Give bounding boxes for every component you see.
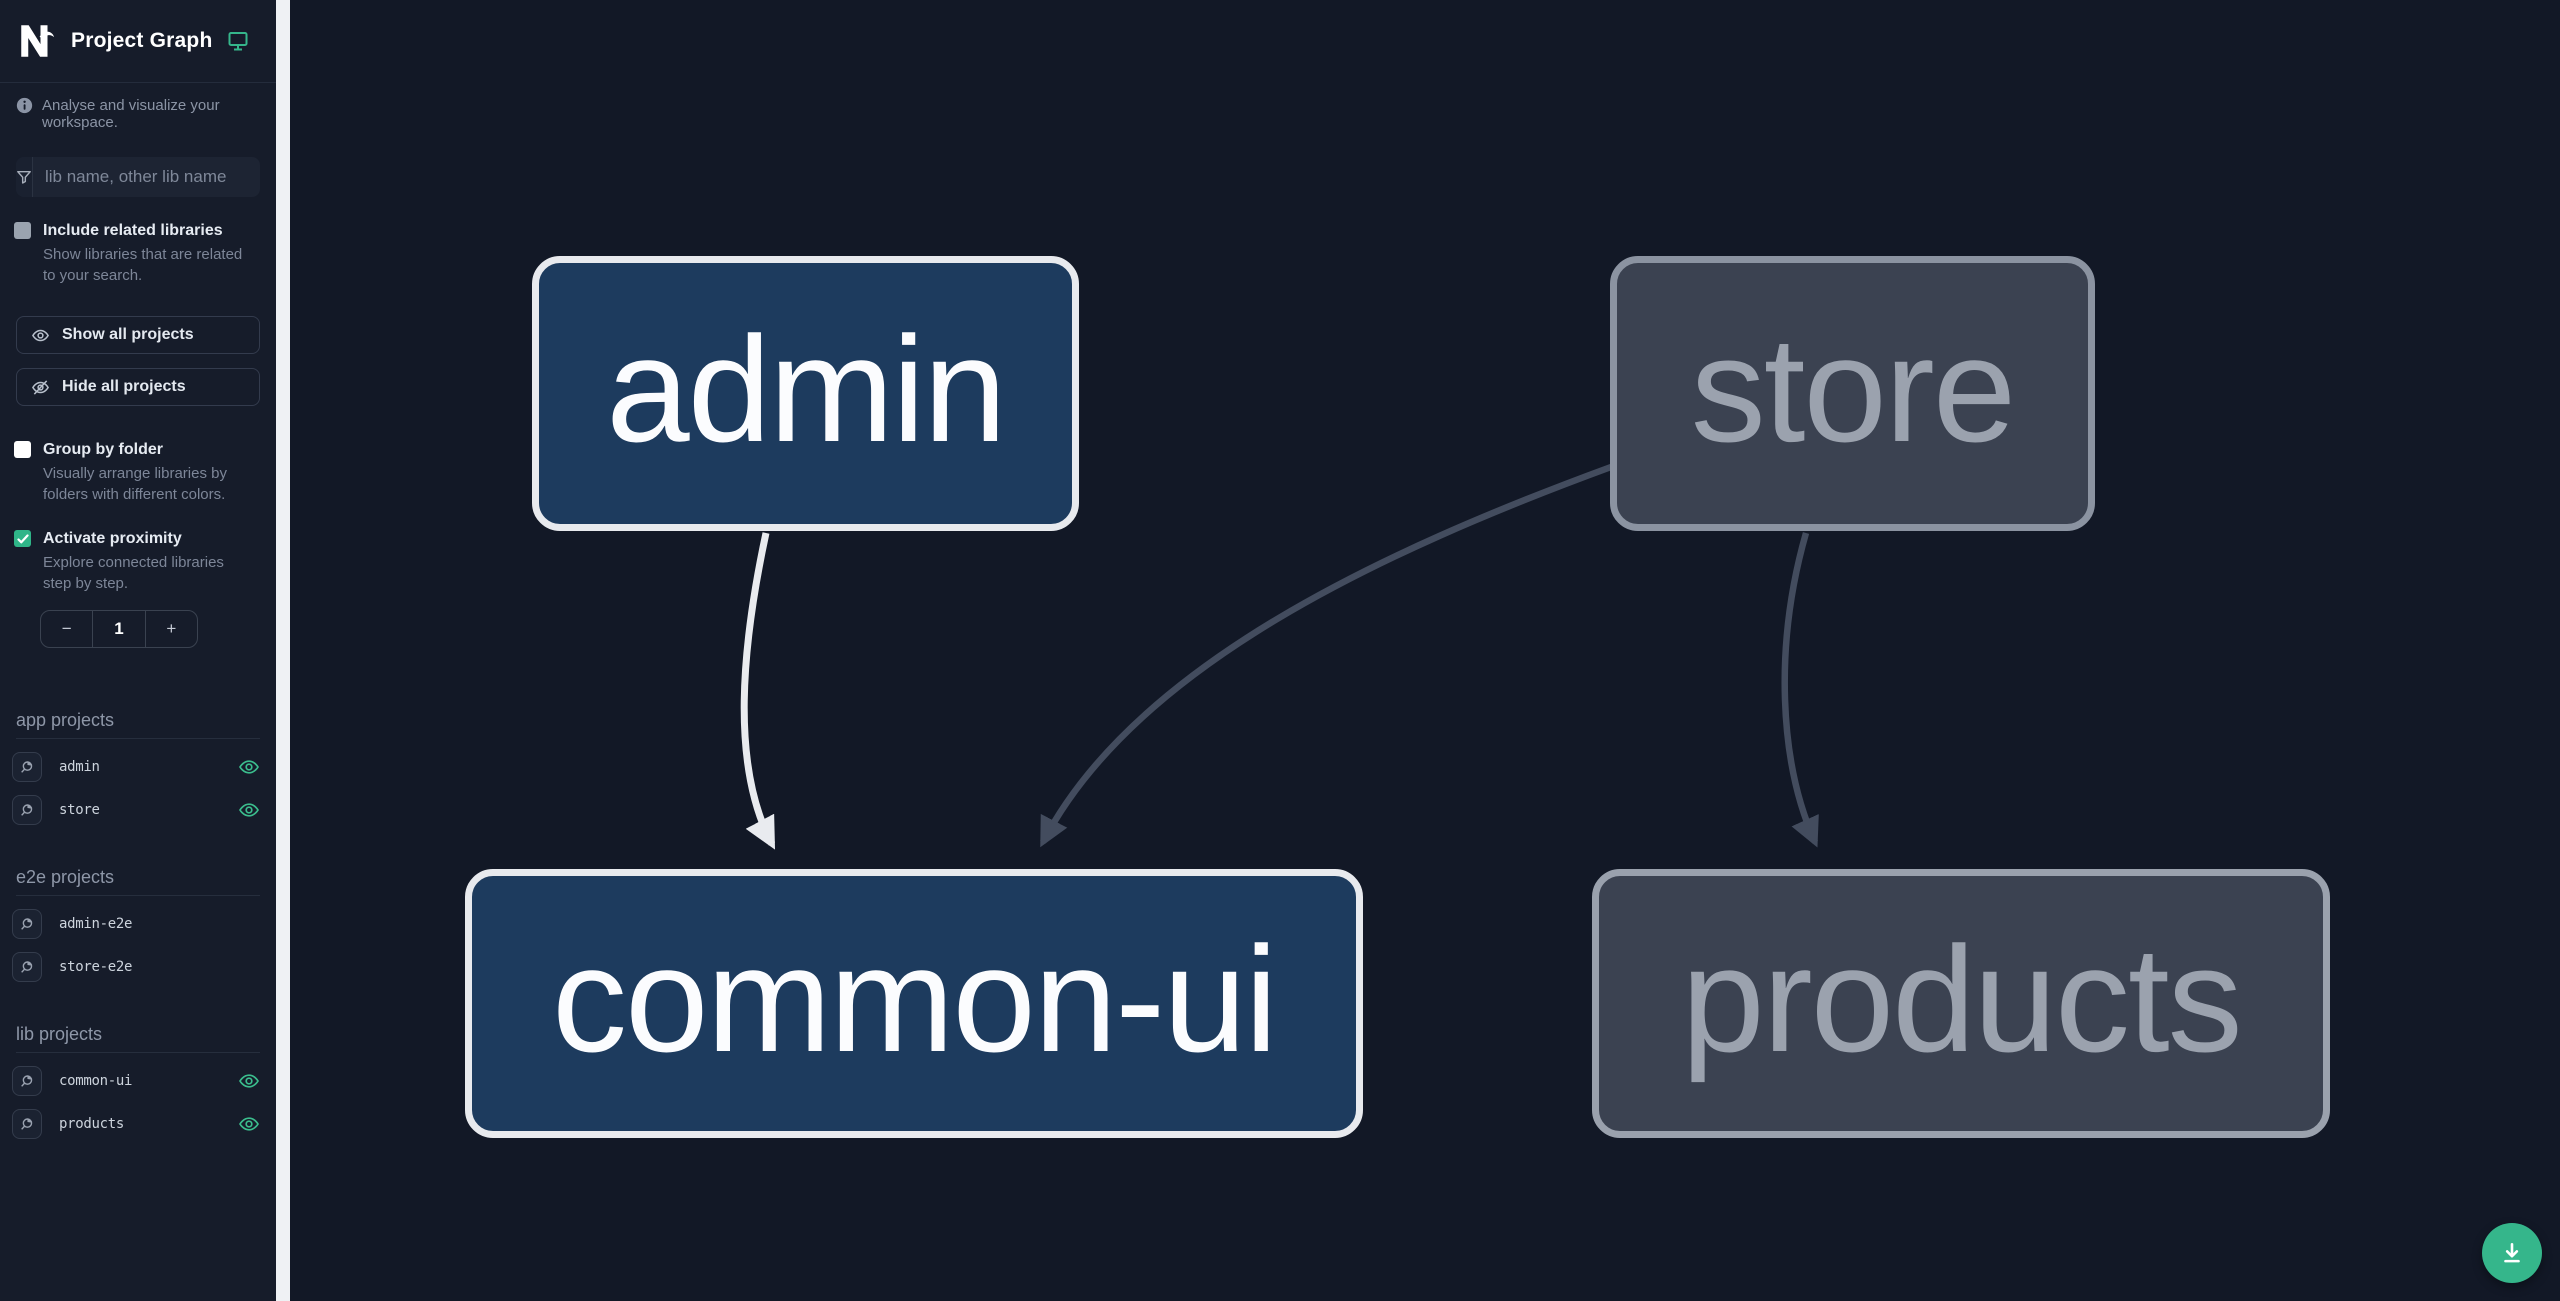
app-title: Project Graph bbox=[71, 29, 213, 52]
list-item: admin-e2e bbox=[12, 909, 260, 939]
group-by-folder-label: Group by folder bbox=[43, 441, 163, 458]
check-icon bbox=[16, 533, 29, 543]
sidebar-header: Project Graph bbox=[0, 0, 276, 83]
focus-project-button[interactable] bbox=[12, 795, 42, 825]
edge-store-to-common-ui[interactable] bbox=[1040, 463, 1613, 848]
focus-project-icon bbox=[21, 1118, 33, 1130]
proximity-increase-button[interactable]: + bbox=[166, 619, 177, 638]
toggle-visibility-eye-icon[interactable] bbox=[238, 799, 260, 821]
list-item: admin bbox=[12, 752, 260, 782]
include-related-checkbox[interactable] bbox=[14, 222, 31, 239]
section-heading-lib: lib projects bbox=[16, 1024, 260, 1053]
project-name: store-e2e bbox=[59, 959, 133, 975]
toggle-visibility-eye-icon[interactable] bbox=[238, 756, 260, 778]
graph-node-common-ui[interactable]: common-ui bbox=[465, 869, 1363, 1138]
focus-project-button[interactable] bbox=[12, 752, 42, 782]
toggle-visibility-eye-icon[interactable] bbox=[238, 1113, 260, 1135]
project-name: common-ui bbox=[59, 1073, 133, 1089]
activate-proximity-description: Explore connected libraries step by step… bbox=[43, 554, 224, 592]
monitor-icon[interactable] bbox=[227, 30, 249, 52]
activate-proximity-label: Activate proximity bbox=[43, 530, 182, 547]
tagline-text: Analyse and visualize your workspace. bbox=[42, 97, 220, 131]
group-by-folder-checkbox[interactable] bbox=[14, 441, 31, 458]
toggle-visibility-eye-icon[interactable] bbox=[238, 1070, 260, 1092]
focus-project-icon bbox=[21, 961, 33, 973]
project-filter bbox=[16, 157, 260, 197]
graph-node-products[interactable]: products bbox=[1592, 869, 2330, 1138]
sidebar: Project Graph Analyse and visualize your… bbox=[0, 0, 276, 1301]
hide-all-projects-button[interactable]: Hide all projects bbox=[16, 368, 260, 406]
search-input[interactable] bbox=[33, 157, 260, 197]
sidebar-resizer[interactable] bbox=[276, 0, 290, 1301]
list-item: common-ui bbox=[12, 1066, 260, 1096]
focus-project-icon bbox=[21, 761, 33, 773]
show-all-projects-label: Show all projects bbox=[62, 326, 194, 343]
download-graph-button[interactable] bbox=[2482, 1223, 2542, 1283]
node-label: common-ui bbox=[552, 914, 1278, 1083]
project-name: products bbox=[59, 1116, 125, 1132]
filter-icon-cell bbox=[16, 157, 33, 197]
graph-node-store[interactable]: store bbox=[1610, 256, 2095, 531]
activate-proximity-option: Activate proximity Explore connected lib… bbox=[14, 529, 260, 594]
download-icon bbox=[2504, 1243, 2520, 1263]
graph-node-admin[interactable]: admin bbox=[532, 256, 1079, 531]
include-related-option: Include related libraries Show libraries… bbox=[14, 221, 260, 286]
proximity-stepper: − 1 + bbox=[40, 610, 198, 648]
section-heading-e2e: e2e projects bbox=[16, 867, 260, 896]
list-item: store-e2e bbox=[12, 952, 260, 982]
focus-project-button[interactable] bbox=[12, 952, 42, 982]
edge-admin-to-common-ui[interactable] bbox=[740, 532, 776, 850]
hide-all-projects-label: Hide all projects bbox=[62, 378, 186, 395]
proximity-decrease-button[interactable]: − bbox=[61, 619, 72, 638]
nx-logo-icon bbox=[21, 25, 55, 57]
focus-project-button[interactable] bbox=[12, 1066, 42, 1096]
list-item: products bbox=[12, 1109, 260, 1139]
funnel-icon bbox=[17, 170, 31, 184]
focus-project-button[interactable] bbox=[12, 909, 42, 939]
project-name: admin-e2e bbox=[59, 916, 133, 932]
focus-project-icon bbox=[21, 918, 33, 930]
proximity-value: 1 bbox=[92, 611, 146, 647]
focus-project-icon bbox=[21, 804, 33, 816]
info-icon bbox=[16, 97, 33, 114]
graph-canvas[interactable]: admin store common-ui products bbox=[290, 0, 2560, 1301]
group-by-folder-description: Visually arrange libraries by folders wi… bbox=[43, 465, 227, 503]
include-related-description: Show libraries that are related to your … bbox=[43, 246, 243, 284]
node-label: store bbox=[1690, 304, 2016, 473]
project-name: store bbox=[59, 802, 100, 818]
edge-store-to-products[interactable] bbox=[1781, 532, 1819, 848]
focus-project-icon bbox=[21, 1075, 33, 1087]
show-all-projects-button[interactable]: Show all projects bbox=[16, 316, 260, 354]
eye-slash-icon bbox=[32, 379, 49, 395]
group-by-folder-option: Group by folder Visually arrange librari… bbox=[14, 440, 260, 505]
eye-icon bbox=[32, 329, 49, 341]
activate-proximity-checkbox[interactable] bbox=[14, 530, 31, 547]
node-label: products bbox=[1681, 914, 2242, 1083]
workspace-tagline: Analyse and visualize your workspace. bbox=[0, 83, 276, 131]
node-label: admin bbox=[606, 304, 1007, 473]
focus-project-button[interactable] bbox=[12, 1109, 42, 1139]
include-related-label: Include related libraries bbox=[43, 222, 223, 239]
list-item: store bbox=[12, 795, 260, 825]
section-heading-app: app projects bbox=[16, 710, 260, 739]
project-name: admin bbox=[59, 759, 100, 775]
